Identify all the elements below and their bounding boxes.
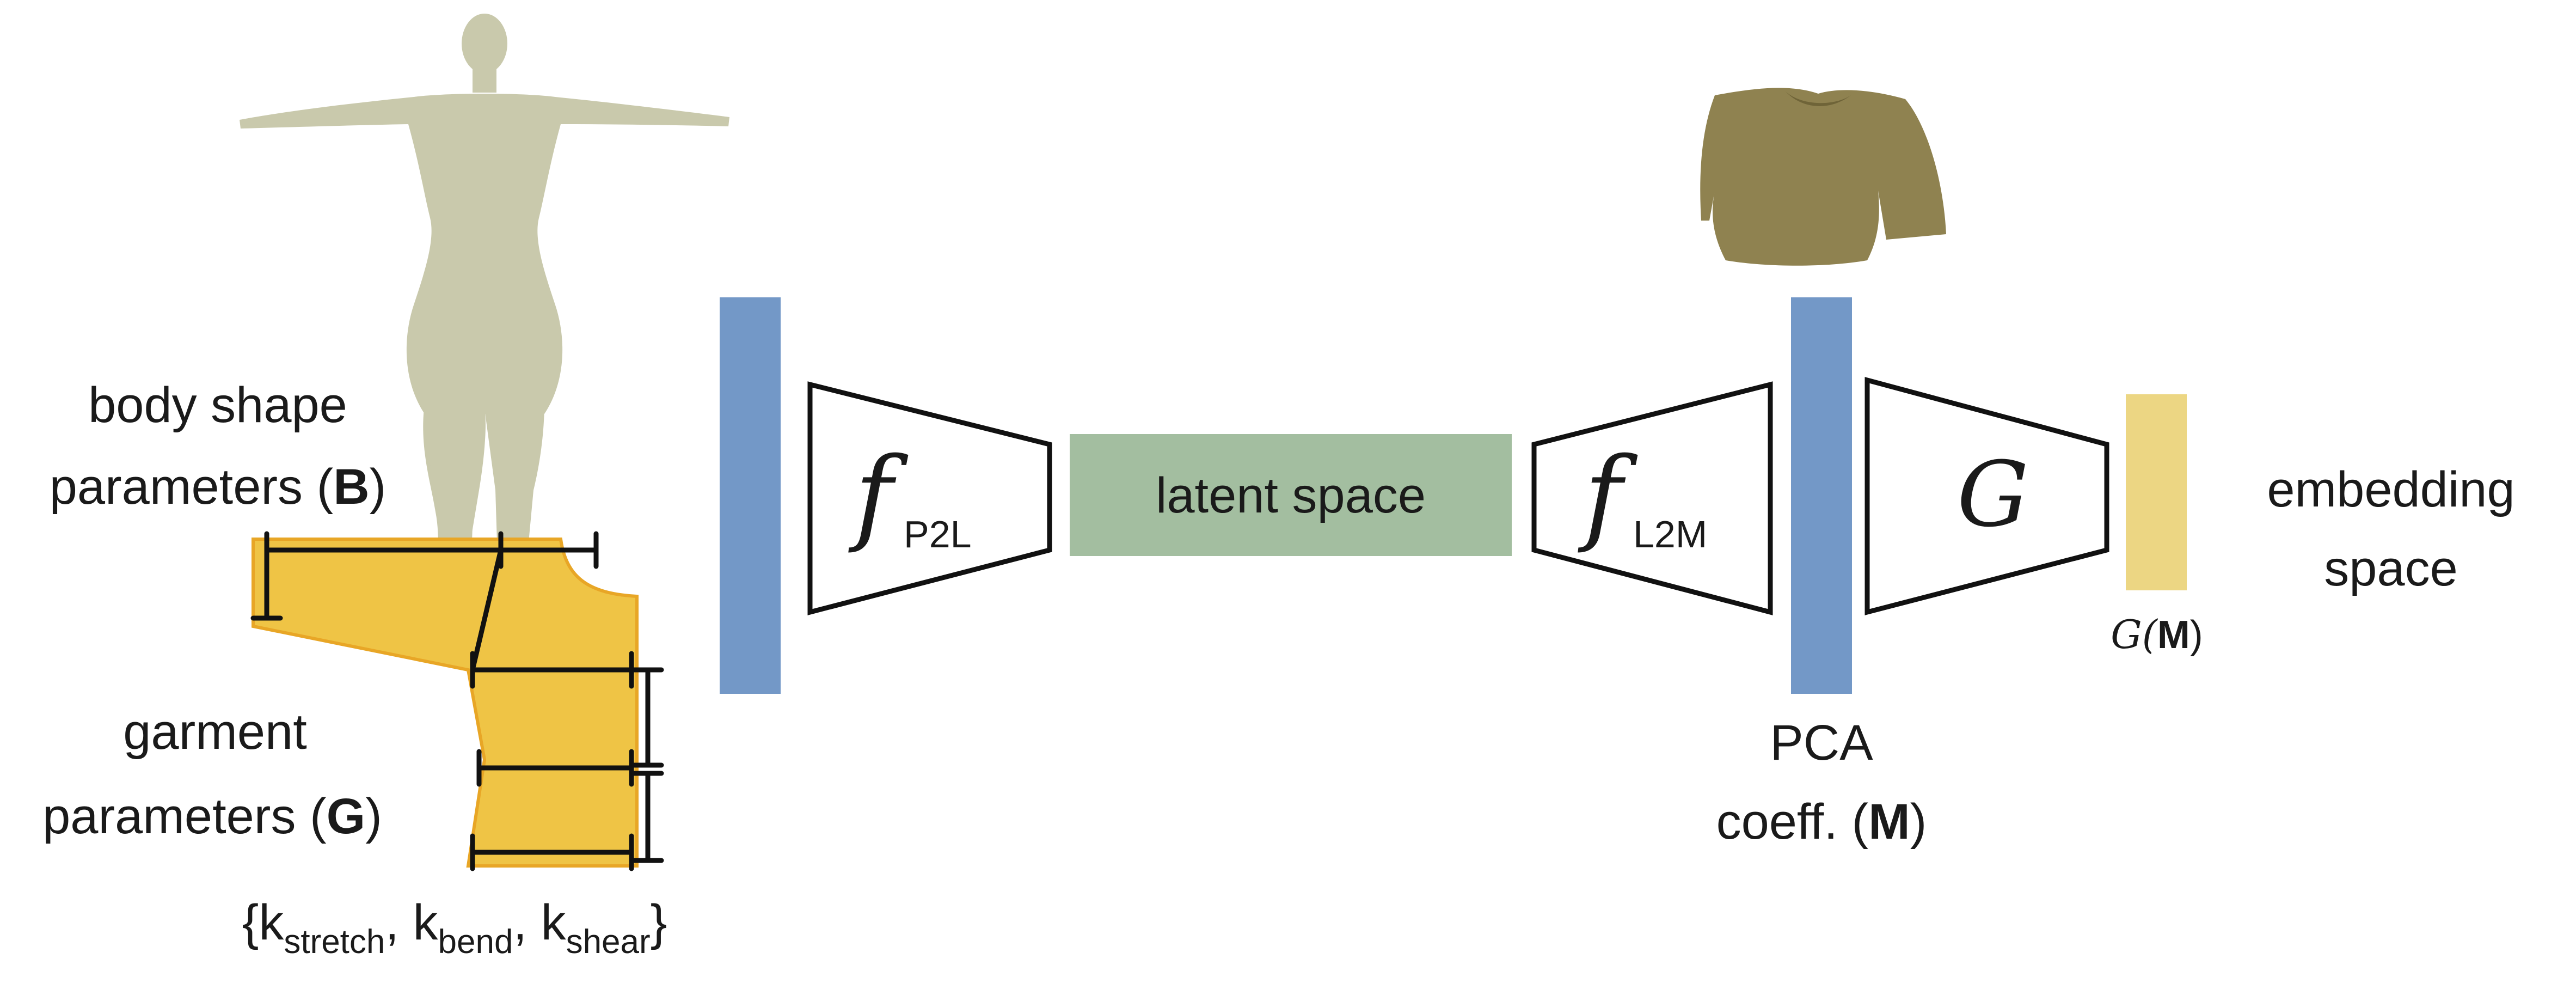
pca-coefficients-label: PCA coeff. (M) xyxy=(1716,715,1927,850)
decoder-subscript: L2M xyxy=(1633,513,1707,555)
body-shape-label-line1: body shape xyxy=(88,377,347,433)
latent-space-label: latent space xyxy=(1156,468,1426,523)
encoder-p2l-block: f P2L xyxy=(807,381,1052,615)
garment-symbol: G xyxy=(327,789,366,844)
garment-measure-lines xyxy=(250,531,664,871)
body-neck xyxy=(473,65,496,93)
decoder-l2m-block: f L2M xyxy=(1531,381,1773,615)
body-shape-symbol: B xyxy=(333,459,369,515)
g-output-symbol: M xyxy=(2157,613,2190,657)
garment-pattern-shape xyxy=(252,538,639,868)
body-shape-label: body shape parameters (B) xyxy=(50,377,387,515)
encoder-p2l-trapezoid xyxy=(807,381,1052,615)
embedding-bar xyxy=(2126,394,2187,590)
material-parameters-label: {kstretch, kbend, kshear} xyxy=(242,895,667,961)
latent-space-box xyxy=(1070,434,1512,556)
g-network-trapezoid xyxy=(1864,377,2109,615)
garment-parameters-label: garment parameters (G) xyxy=(42,704,382,844)
human-body-figure-icon xyxy=(240,14,729,611)
embedding-label-line2: space xyxy=(2324,541,2458,596)
garment-label-line1: garment xyxy=(123,704,307,760)
pca-symbol: M xyxy=(1868,794,1910,850)
g-output-label: G(M) xyxy=(2111,612,2203,657)
garment-sewing-pattern-icon xyxy=(250,531,664,871)
t-shirt-collar xyxy=(1786,91,1851,106)
body-head xyxy=(462,14,507,74)
decoder-l2m-trapezoid xyxy=(1531,381,1773,615)
g-network-symbol: G xyxy=(1957,442,2029,547)
pca-label-line2: coeff. (M) xyxy=(1716,794,1927,850)
t-shirt-render-icon xyxy=(1700,88,1946,266)
body-torso-arms xyxy=(240,94,729,414)
encoder-subscript: P2L xyxy=(904,513,972,555)
garment-label-line2: parameters (G) xyxy=(42,789,382,844)
t-shirt-body xyxy=(1700,88,1946,266)
embedding-space-label: embedding space xyxy=(2267,462,2514,596)
pca-label-line1: PCA xyxy=(1770,715,1873,771)
body-shape-label-line2: parameters (B) xyxy=(50,459,387,515)
g-network-block: G xyxy=(1864,377,2109,615)
embedding-label-line1: embedding xyxy=(2267,462,2514,517)
input-parameters-bar xyxy=(720,297,781,694)
latent-space-block: latent space xyxy=(1070,434,1512,556)
pca-coefficients-bar xyxy=(1791,297,1852,694)
